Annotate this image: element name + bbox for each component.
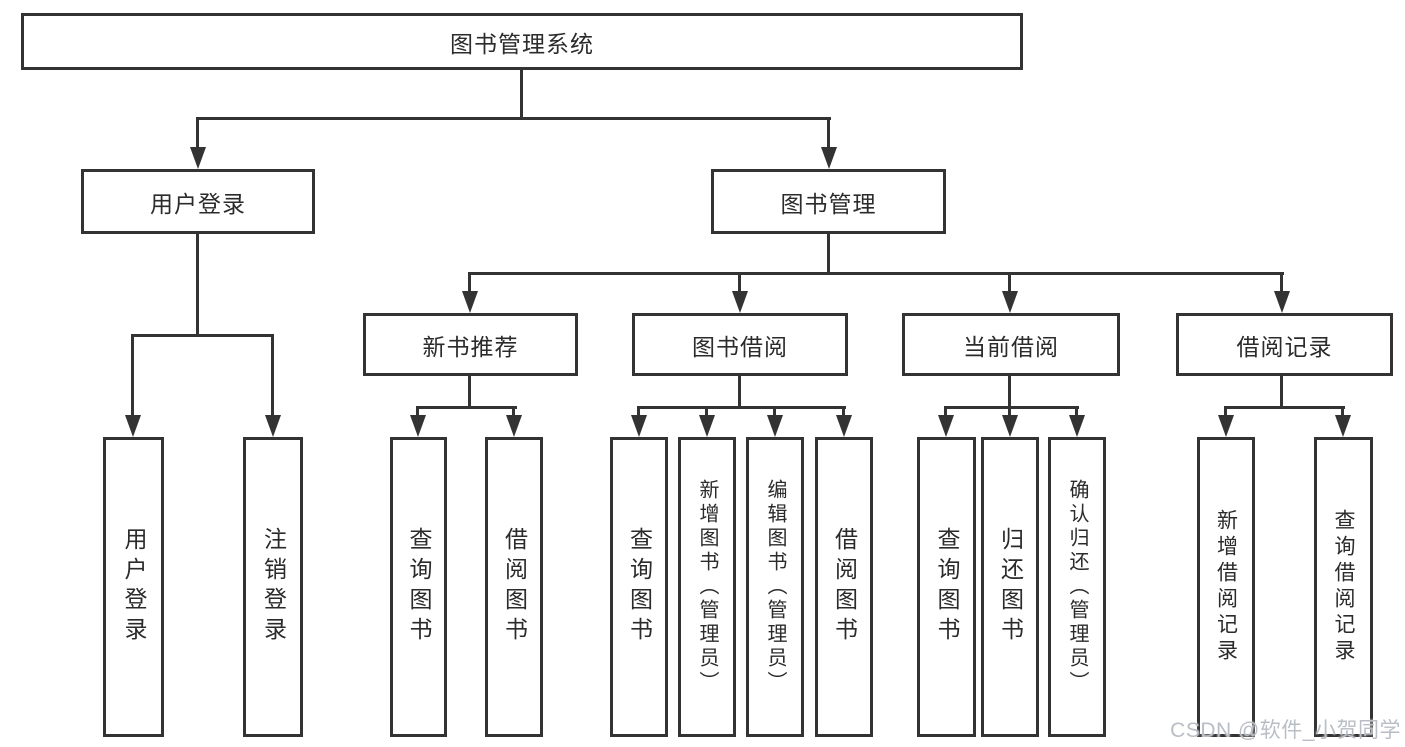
arrowhead-user-login	[190, 147, 206, 169]
arrowhead-cb-confirm	[1069, 415, 1085, 437]
connector-drop-bb-borrow	[842, 406, 845, 419]
arrowhead-bb-query	[631, 415, 647, 437]
leaf-current-query-books: 查询图书	[917, 437, 976, 737]
arrowhead-bb-borrow	[836, 415, 852, 437]
connector-newbook-stem	[468, 376, 471, 409]
connector-drop-cb-return	[1008, 406, 1011, 419]
connector-drop-book-borrow	[738, 272, 741, 294]
leaf-borrow-add-books-admin: 新增图书（管理员）	[678, 437, 736, 737]
connector-drop-nb-query	[416, 406, 419, 419]
connector-userlogin-stem	[196, 234, 199, 337]
connector-drop-nb-borrow	[512, 406, 515, 419]
connector-drop-bb-query	[637, 406, 640, 419]
arrowhead-rec-query	[1335, 415, 1351, 437]
node-book-borrow: 图书借阅	[632, 313, 848, 376]
connector-drop-book-management	[827, 117, 830, 150]
connector-bookborrow-crossbar	[638, 406, 846, 409]
arrowhead-new-book	[462, 291, 478, 313]
leaf-borrow-borrow-books: 借阅图书	[815, 437, 873, 737]
leaf-borrow-edit-books-admin: 编辑图书（管理员）	[746, 437, 804, 737]
arrowhead-nb-query	[410, 415, 426, 437]
arrowhead-cb-return	[1002, 415, 1018, 437]
arrowhead-borrow-records	[1274, 291, 1290, 313]
connector-userlogin-crossbar	[133, 334, 274, 337]
connector-drop-borrow-records	[1280, 272, 1283, 294]
leaf-records-query-borrow-record: 查询借阅记录	[1314, 437, 1373, 737]
csdn-watermark: CSDN @软件_小贺同学	[1170, 719, 1401, 742]
connector-drop-current-borrow	[1008, 272, 1011, 294]
connector-currentborrow-stem	[1008, 376, 1011, 409]
connector-bookborrow-stem	[738, 376, 741, 409]
arrowhead-book-borrow	[732, 291, 748, 313]
connector-currentborrow-crossbar	[945, 406, 1079, 409]
node-current-borrow: 当前借阅	[902, 313, 1120, 376]
leaf-logout: 注销登录	[243, 437, 303, 737]
connector-drop-leaf-user-login	[131, 334, 134, 419]
connector-drop-leaf-logout	[271, 334, 274, 419]
arrowhead-leaf-user-login	[125, 415, 141, 437]
arrowhead-nb-borrow	[506, 415, 522, 437]
connector-drop-rec-query	[1341, 406, 1344, 419]
connector-bookmgmt-crossbar	[468, 272, 1284, 275]
arrowhead-book-management	[821, 147, 837, 169]
arrowhead-leaf-logout	[265, 415, 281, 437]
connector-root-stem	[520, 69, 523, 120]
arrowhead-bb-add	[699, 415, 715, 437]
connector-records-stem	[1280, 376, 1283, 409]
node-book-management: 图书管理	[711, 169, 946, 234]
connector-bookmgmt-stem	[827, 234, 830, 275]
connector-drop-rec-add	[1224, 406, 1227, 419]
leaf-user-login: 用户登录	[103, 437, 164, 737]
leaf-current-return-books: 归还图书	[981, 437, 1039, 737]
arrowhead-current-borrow	[1002, 291, 1018, 313]
leaf-borrow-query-books: 查询图书	[610, 437, 668, 737]
leaf-current-confirm-return-admin: 确认归还（管理员）	[1048, 437, 1106, 737]
connector-drop-bb-add	[705, 406, 708, 419]
arrowhead-bb-edit	[767, 415, 783, 437]
leaf-records-add-borrow-record: 新增借阅记录	[1197, 437, 1255, 737]
node-borrow-records: 借阅记录	[1176, 313, 1393, 376]
connector-drop-cb-query	[944, 406, 947, 419]
leaf-newbook-borrow-books: 借阅图书	[485, 437, 543, 737]
connector-drop-cb-confirm	[1075, 406, 1078, 419]
arrowhead-rec-add	[1218, 415, 1234, 437]
connector-newbook-crossbar	[417, 406, 517, 409]
connector-drop-user-login	[196, 117, 199, 150]
connector-drop-bb-edit	[773, 406, 776, 419]
node-new-book-recommend: 新书推荐	[363, 313, 578, 376]
connector-drop-new-book	[468, 272, 471, 294]
node-library-management-system: 图书管理系统	[21, 13, 1023, 70]
connector-records-crossbar	[1224, 406, 1345, 409]
node-user-login: 用户登录	[81, 169, 315, 234]
arrowhead-cb-query	[938, 415, 954, 437]
connector-root-crossbar	[197, 117, 831, 120]
leaf-newbook-query-books: 查询图书	[390, 437, 447, 737]
